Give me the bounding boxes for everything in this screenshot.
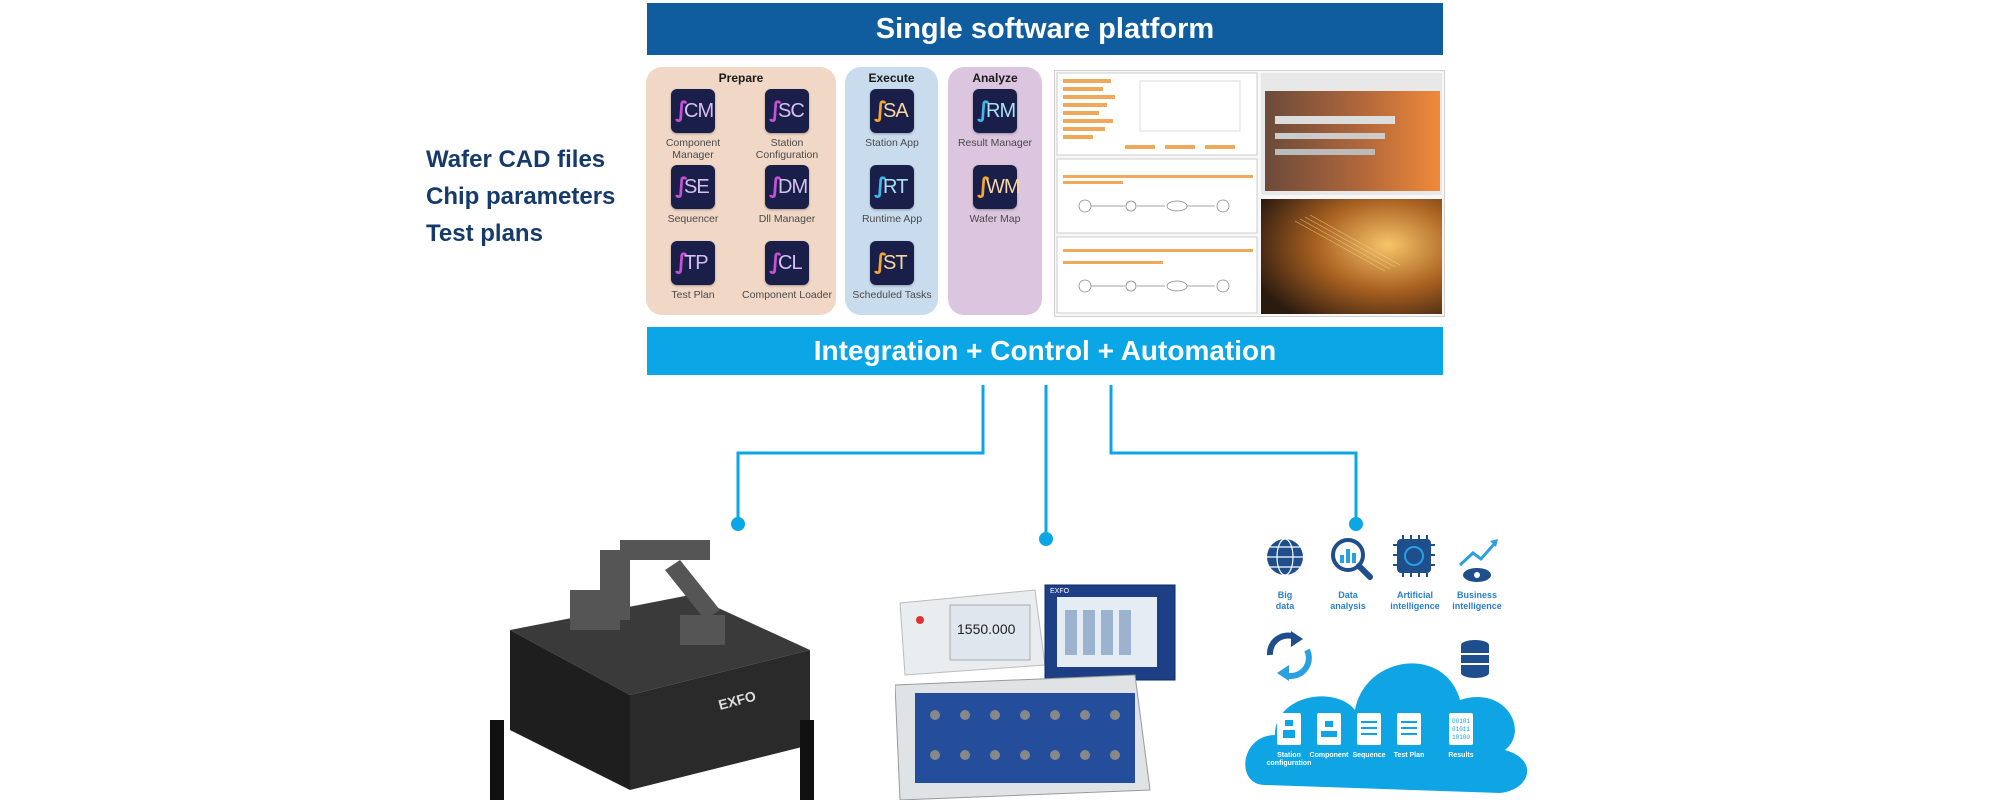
svg-text:Sequence: Sequence bbox=[1352, 752, 1385, 759]
group-analyze-title: Analyze bbox=[972, 71, 1018, 85]
station-configuration-icon bbox=[1277, 713, 1301, 745]
data-analysis-icon bbox=[1331, 538, 1373, 580]
software-screenshots bbox=[1054, 70, 1445, 317]
group-execute: Execute ∫SA Station App ∫RT Runtime App … bbox=[845, 67, 938, 315]
app-label: Scheduled Tasks bbox=[852, 289, 932, 301]
sync-icon bbox=[1266, 631, 1312, 681]
screenshot-collage-art bbox=[1055, 71, 1444, 316]
connector-dot bbox=[1039, 532, 1053, 546]
test-plan-icon: ∫TP bbox=[671, 241, 715, 285]
input-chip-parameters: Chip parameters bbox=[426, 183, 616, 210]
svg-text:10100: 10100 bbox=[1452, 734, 1470, 741]
database-icon bbox=[1461, 640, 1489, 678]
big-data-icon bbox=[1267, 538, 1303, 576]
result-manager-icon: ∫RM bbox=[973, 89, 1017, 133]
svg-text:Station: Station bbox=[1277, 752, 1301, 759]
dll-manager-icon: ∫DM bbox=[765, 165, 809, 209]
inputs-list: Wafer CAD files Chip parameters Test pla… bbox=[426, 141, 615, 252]
scheduled-tasks-icon: ∫ST bbox=[870, 241, 914, 285]
svg-text:Test Plan: Test Plan bbox=[1394, 752, 1425, 759]
wafer-map-icon: ∫WM bbox=[973, 165, 1021, 209]
component-loader-icon: ∫CL bbox=[765, 241, 809, 285]
group-prepare: Prepare ∫CM Component Manager ∫SC Statio… bbox=[646, 67, 836, 315]
app-label: Runtime App bbox=[861, 213, 923, 225]
svg-text:EXFO: EXFO bbox=[1050, 588, 1070, 595]
svg-text:01011: 01011 bbox=[1452, 726, 1470, 733]
business-intelligence-icon bbox=[1458, 539, 1498, 582]
platform-title: Single software platform bbox=[875, 13, 1215, 45]
app-label: Test Plan bbox=[671, 289, 715, 301]
artificial-intelligence-icon bbox=[1393, 535, 1435, 577]
app-test-plan[interactable]: ∫TP Test Plan bbox=[648, 241, 738, 301]
app-label: Sequencer bbox=[667, 213, 719, 225]
app-label: Station Configuration bbox=[755, 137, 819, 161]
svg-text:data: data bbox=[1276, 601, 1296, 611]
group-prepare-title: Prepare bbox=[718, 71, 764, 85]
cloud-data-block: Big data Data analysis Artificial intell… bbox=[1245, 535, 1535, 800]
input-wafer-cad: Wafer CAD files bbox=[426, 146, 606, 173]
app-runtime-app[interactable]: ∫RT Runtime App bbox=[847, 165, 937, 225]
group-execute-title: Execute bbox=[868, 71, 915, 85]
app-sequencer[interactable]: ∫SE Sequencer bbox=[648, 165, 738, 225]
app-label: Dll Manager bbox=[758, 213, 816, 225]
results-icon bbox=[1449, 713, 1473, 745]
sequencer-icon: ∫SE bbox=[671, 165, 715, 209]
input-test-plans: Test plans bbox=[426, 220, 543, 247]
svg-text:1550.000: 1550.000 bbox=[957, 621, 1016, 637]
app-wafer-map[interactable]: ∫WM Wafer Map bbox=[950, 165, 1040, 225]
svg-text:intelligence: intelligence bbox=[1390, 601, 1440, 611]
component-manager-icon: ∫CM bbox=[671, 89, 715, 133]
runtime-app-icon: ∫RT bbox=[870, 165, 914, 209]
station-configuration-icon: ∫SC bbox=[765, 89, 809, 133]
app-station-configuration[interactable]: ∫SC Station Configuration bbox=[742, 89, 832, 161]
test-instruments-image: 1550.000 EXFO bbox=[895, 575, 1195, 800]
svg-text:Data: Data bbox=[1338, 590, 1359, 600]
app-station-app[interactable]: ∫SA Station App bbox=[847, 89, 937, 149]
app-label: Station App bbox=[865, 137, 919, 149]
app-component-manager[interactable]: ∫CM Component Manager bbox=[648, 89, 738, 161]
app-label: Wafer Map bbox=[969, 213, 1021, 225]
connector-dot bbox=[1349, 517, 1363, 531]
svg-text:Artificial: Artificial bbox=[1397, 590, 1433, 600]
svg-text:00101: 00101 bbox=[1452, 718, 1470, 725]
big-data-label: Big bbox=[1278, 590, 1293, 600]
svg-text:Results: Results bbox=[1448, 752, 1473, 759]
group-analyze: Analyze ∫RM Result Manager ∫WM Wafer Map bbox=[948, 67, 1042, 315]
app-component-loader[interactable]: ∫CL Component Loader bbox=[742, 241, 832, 301]
integration-title: Integration + Control + Automation bbox=[813, 335, 1277, 366]
app-label: Component Manager bbox=[665, 137, 721, 161]
station-app-icon: ∫SA bbox=[870, 89, 914, 133]
integration-bar: Integration + Control + Automation bbox=[647, 327, 1443, 375]
svg-text:intelligence: intelligence bbox=[1452, 601, 1502, 611]
app-result-manager[interactable]: ∫RM Result Manager bbox=[950, 89, 1040, 149]
svg-text:Business: Business bbox=[1457, 590, 1497, 600]
svg-text:Component: Component bbox=[1310, 752, 1350, 759]
app-dll-manager[interactable]: ∫DM Dll Manager bbox=[742, 165, 832, 225]
svg-text:configuration: configuration bbox=[1267, 760, 1312, 767]
probe-station-image: EXFO bbox=[480, 520, 830, 800]
svg-text:analysis: analysis bbox=[1330, 601, 1366, 611]
component-icon bbox=[1317, 713, 1341, 745]
app-label: Component Loader bbox=[742, 289, 832, 301]
app-scheduled-tasks[interactable]: ∫ST Scheduled Tasks bbox=[847, 241, 937, 301]
platform-title-bar: Single software platform bbox=[647, 3, 1443, 55]
app-label: Result Manager bbox=[957, 137, 1033, 149]
